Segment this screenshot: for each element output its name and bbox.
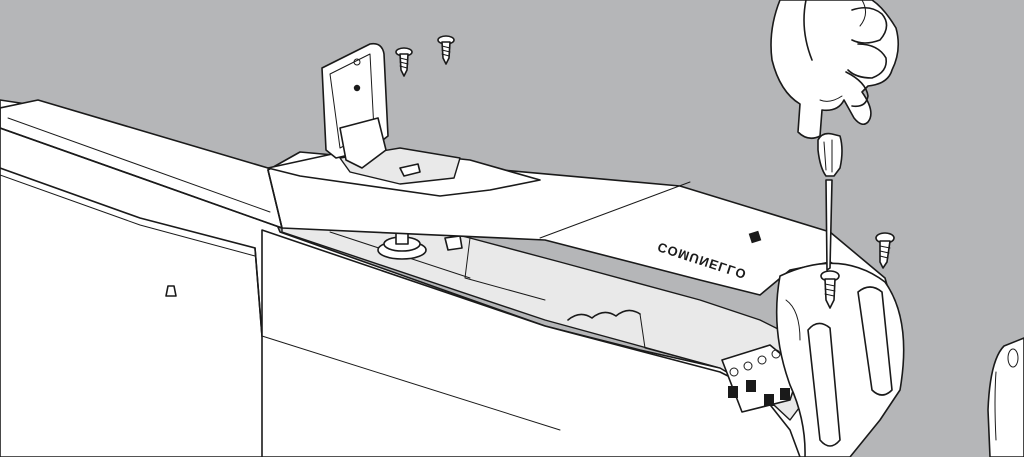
- end-cap: [775, 262, 905, 457]
- arm-hole: [353, 84, 361, 92]
- brand-logo-icon: [748, 230, 762, 244]
- screw-2: [437, 35, 455, 65]
- mounting-plate: [267, 42, 541, 197]
- wall-bracket-post: [987, 337, 1024, 457]
- screw-3: [820, 270, 840, 309]
- screwdriver-icon: [817, 132, 843, 271]
- screw-4: [875, 232, 895, 269]
- body-foot: [165, 285, 177, 297]
- end-cap-slot-left: [807, 322, 841, 447]
- screw-1: [395, 47, 413, 77]
- hand-illustration: [770, 0, 900, 140]
- end-cap-slot-right: [857, 286, 893, 396]
- stop-bracket: [444, 235, 463, 251]
